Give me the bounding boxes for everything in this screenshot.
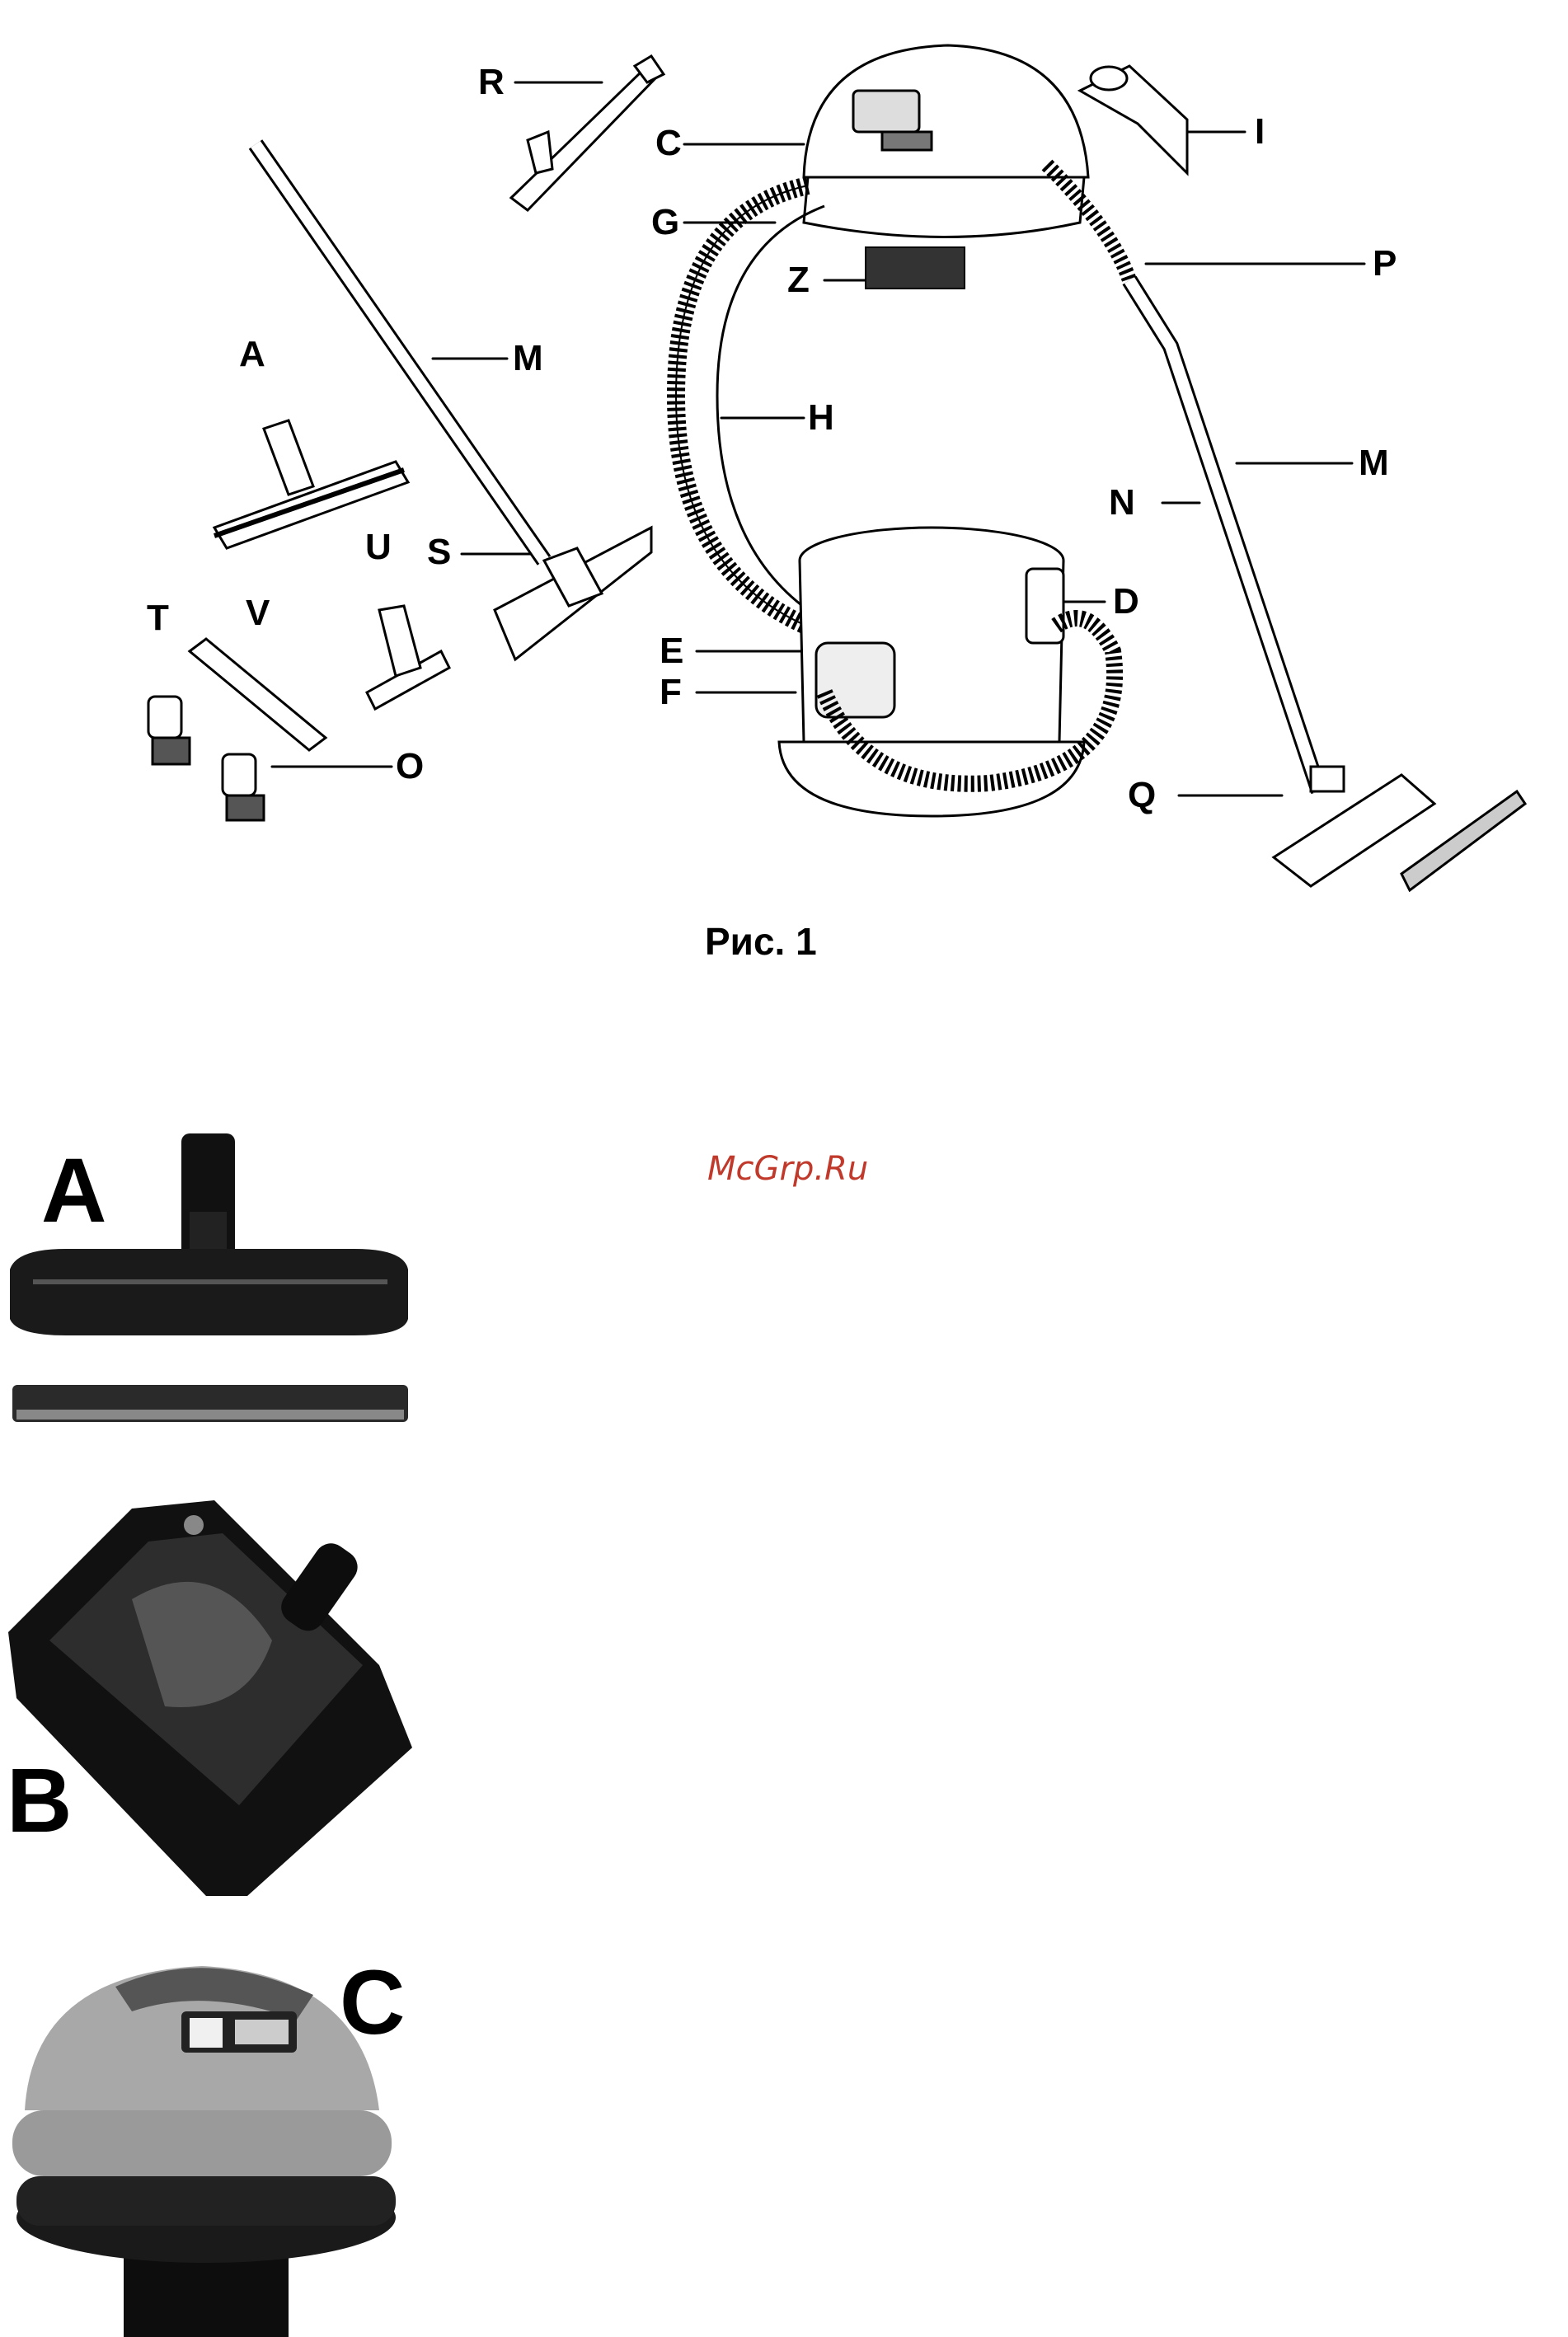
photo-label-c: C (340, 1958, 405, 2048)
